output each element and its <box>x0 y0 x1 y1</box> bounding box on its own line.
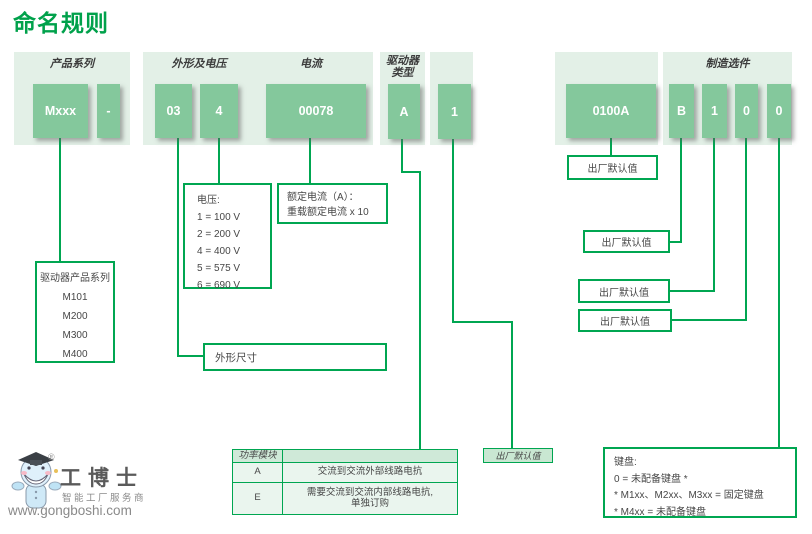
panel-label-product-series: 产品系列 <box>50 58 94 70</box>
code-box-mfg: 0100A <box>566 84 656 138</box>
mascot-icon <box>11 452 62 509</box>
callout-factory-default-3: 出厂默认值 <box>578 279 670 303</box>
connector-opt3-elbow <box>671 319 747 321</box>
connector-current <box>309 138 311 185</box>
connector-opt3 <box>745 138 747 321</box>
voltage-item: 2 = 200 V <box>197 229 241 240</box>
code-box-opt4: 0 <box>767 84 791 138</box>
voltage-item: 1 = 100 V <box>197 212 241 223</box>
callout-factory-default-2: 出厂默认值 <box>583 230 670 253</box>
callout-voltage-title: 电压: <box>197 195 220 206</box>
connector-opt4 <box>778 138 780 449</box>
series-item: M200 <box>62 311 88 322</box>
connector-drive-num-2 <box>511 321 513 448</box>
code-box-voltage: 4 <box>200 84 238 138</box>
logo-url: www.gongboshi.com <box>8 503 132 518</box>
code-box-opt3: 0 <box>735 84 758 138</box>
code-box-opt2: 1 <box>702 84 727 138</box>
keyboard-line: 0 = 未配备键盘 * <box>614 473 688 485</box>
logo-name: 工博士 <box>60 466 144 490</box>
rated-current-line2: 重载额定电流 x 10 <box>287 207 369 218</box>
table-row-a-desc: 交流到交流外部线路电抗 <box>283 463 457 483</box>
rated-current-line1: 额定电流（A）： <box>287 192 359 203</box>
connector-opt2 <box>713 138 715 292</box>
connector-drive-type-1 <box>401 139 403 173</box>
series-item: M400 <box>62 349 88 360</box>
callout-rated-current: 额定电流（A）： 重载额定电流 x 10 <box>277 183 388 224</box>
callout-voltage: 电压: 1 = 100 V 2 = 200 V 4 = 400 V 5 = 57… <box>183 183 272 291</box>
voltage-item: 5 = 575 V <box>197 263 241 274</box>
logo-registered-mark: ® <box>48 452 55 462</box>
series-item: M101 <box>62 292 88 303</box>
table-header-power-module: 功率模块 <box>233 450 283 463</box>
table-row-a-code: A <box>233 463 283 483</box>
connector-opt1 <box>680 138 682 243</box>
connector-mfg <box>610 138 612 157</box>
power-module-table: 功率模块 A 交流到交流外部线路电抗 E 需要交流到交流内部线路电抗, 单独订购 <box>232 449 458 515</box>
table-row-e-desc: 需要交流到交流内部线路电抗, 单独订购 <box>283 483 457 514</box>
connector-drive-num-elbow <box>452 321 513 323</box>
code-box-current: 00078 <box>266 84 366 138</box>
series-item: M300 <box>62 330 88 341</box>
callout-keyboard: 键盘: 0 = 未配备键盘 * * M1xx、M2xx、M3xx = 固定键盘 … <box>603 447 797 518</box>
page-title: 命名规则 <box>13 10 109 36</box>
connector-drive-type-2 <box>419 171 421 449</box>
callout-factory-default-filled: 出厂默认值 <box>483 448 553 463</box>
voltage-item: 4 = 400 V <box>197 246 241 257</box>
keyboard-title: 键盘: <box>614 457 637 468</box>
code-box-drive-num: 1 <box>438 84 471 139</box>
callout-frame-size: 外形尺寸 <box>203 343 387 371</box>
connector-frame-elbow <box>177 355 205 357</box>
watermark-logo: ® 工博士 智能工厂服务商 www.gongboshi.com <box>8 446 168 528</box>
panel-label-drive-type: 驱动器 类型 <box>386 55 419 79</box>
code-box-dash: - <box>97 84 120 138</box>
callout-factory-default-4: 出厂默认值 <box>578 309 672 332</box>
panel-label-mfg-options: 制造选件 <box>705 58 750 70</box>
code-box-series: Mxxx <box>33 84 88 138</box>
connector-voltage <box>218 138 220 185</box>
table-row-e-code: E <box>233 483 283 514</box>
connector-opt2-elbow <box>669 290 715 292</box>
panel-label-frame-voltage: 外形及电压 <box>171 58 227 70</box>
keyboard-line: * M1xx、M2xx、M3xx = 固定键盘 <box>614 490 764 501</box>
connector-series <box>59 138 61 263</box>
connector-drive-type-elbow <box>401 171 421 173</box>
connector-opt1-elbow <box>668 241 682 243</box>
table-header-empty <box>283 450 457 463</box>
keyboard-line: * M4xx = 未配备键盘 <box>614 506 706 518</box>
callout-product-series-title: 驱动器产品系列 <box>40 273 110 284</box>
logo-tagline: 智能工厂服务商 <box>62 493 147 504</box>
code-box-opt1: B <box>669 84 694 138</box>
code-box-drive-type: A <box>388 84 420 139</box>
callout-factory-default-1: 出厂默认值 <box>567 155 658 180</box>
code-box-frame: 03 <box>155 84 192 138</box>
connector-frame <box>177 138 179 357</box>
voltage-item: 6 = 690 V <box>197 280 241 291</box>
panel-label-current: 电流 <box>300 58 322 70</box>
callout-product-series: 驱动器产品系列 M101 M200 M300 M400 <box>35 261 115 363</box>
connector-drive-num-1 <box>452 139 454 323</box>
